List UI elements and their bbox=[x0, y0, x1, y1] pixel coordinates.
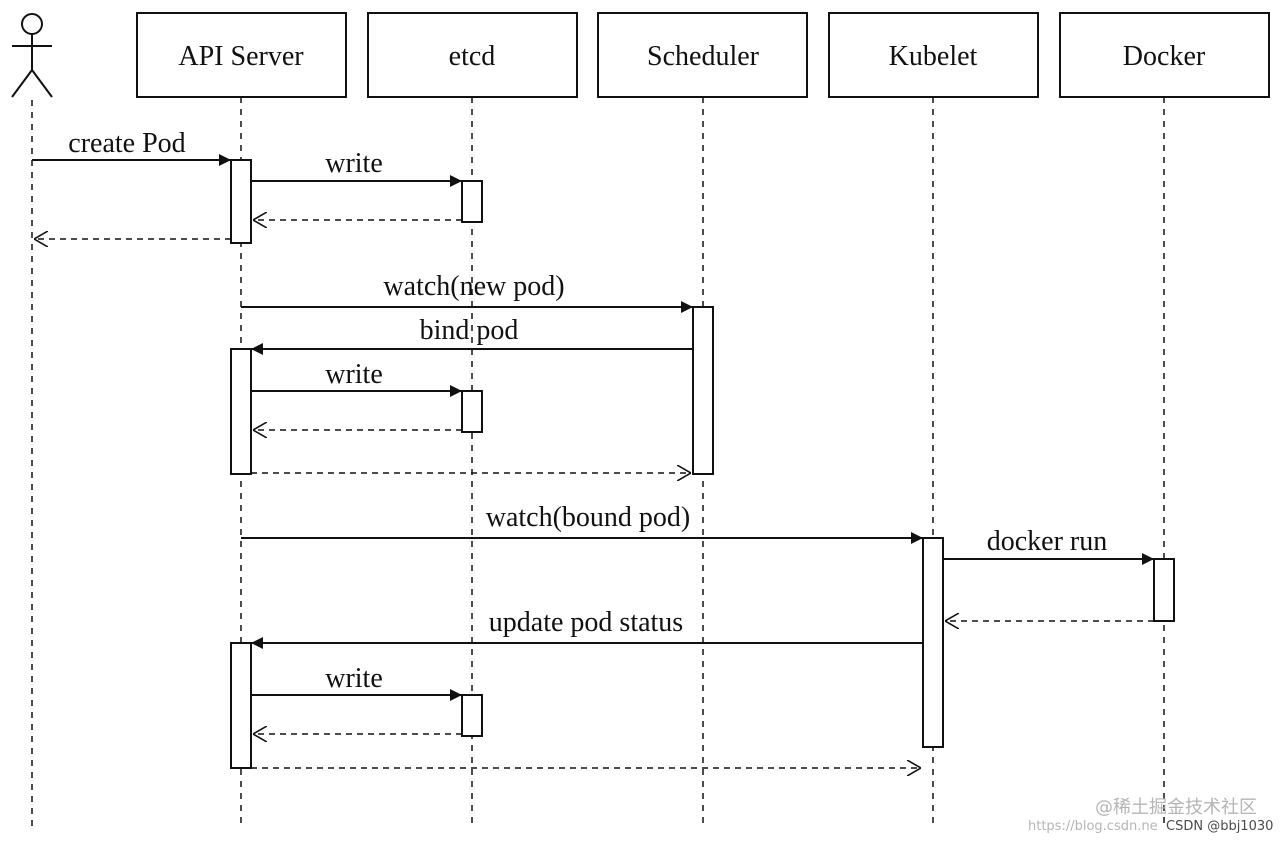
participant-scheduler: Scheduler bbox=[597, 12, 808, 98]
actor-icon bbox=[11, 13, 53, 98]
activation-kubelet bbox=[922, 537, 944, 748]
participant-label: Kubelet bbox=[889, 41, 978, 72]
activation-etcd bbox=[461, 694, 483, 737]
message-create-pod-label: create Pod bbox=[68, 128, 185, 159]
participant-label: etcd bbox=[449, 41, 496, 72]
watermark-url: https://blog.csdn.ne bbox=[1028, 819, 1158, 834]
message-update-pod-status-label: update pod status bbox=[489, 607, 683, 638]
watermark: @稀土掘金技术社区 https://blog.csdn.ne CSDN @bbj… bbox=[1028, 797, 1273, 834]
participant-kubelet: Kubelet bbox=[828, 12, 1039, 98]
message-bind-pod-label: bind pod bbox=[420, 315, 519, 346]
activation-api-server bbox=[230, 642, 252, 769]
message-docker-run-label: docker run bbox=[987, 526, 1108, 557]
activation-api-server bbox=[230, 159, 252, 244]
activation-api-server bbox=[230, 348, 252, 475]
participant-label: API Server bbox=[178, 41, 304, 72]
watermark-brand: @稀土掘金技术社区 bbox=[1095, 797, 1257, 818]
activation-docker bbox=[1153, 558, 1175, 622]
lifelines bbox=[31, 97, 1165, 828]
participant-label: Scheduler bbox=[647, 41, 760, 72]
watermark-credit: CSDN @bbj1030 bbox=[1166, 819, 1273, 834]
messages: create Pod write watch(new pod) bind pod… bbox=[32, 128, 1154, 768]
message-watch-bound-pod-label: watch(bound pod) bbox=[486, 502, 691, 533]
activation-etcd bbox=[461, 180, 483, 223]
activation-scheduler bbox=[692, 306, 714, 475]
activation-etcd bbox=[461, 390, 483, 433]
participant-label: Docker bbox=[1123, 41, 1206, 72]
message-write-label: write bbox=[325, 148, 383, 179]
participant-api-server: API Server bbox=[136, 12, 347, 98]
participant-etcd: etcd bbox=[367, 12, 578, 98]
message-write-label: write bbox=[325, 663, 383, 694]
activations bbox=[230, 159, 1175, 769]
participant-docker: Docker bbox=[1059, 12, 1270, 98]
message-watch-new-pod-label: watch(new pod) bbox=[383, 271, 564, 302]
message-write-label: write bbox=[325, 359, 383, 390]
